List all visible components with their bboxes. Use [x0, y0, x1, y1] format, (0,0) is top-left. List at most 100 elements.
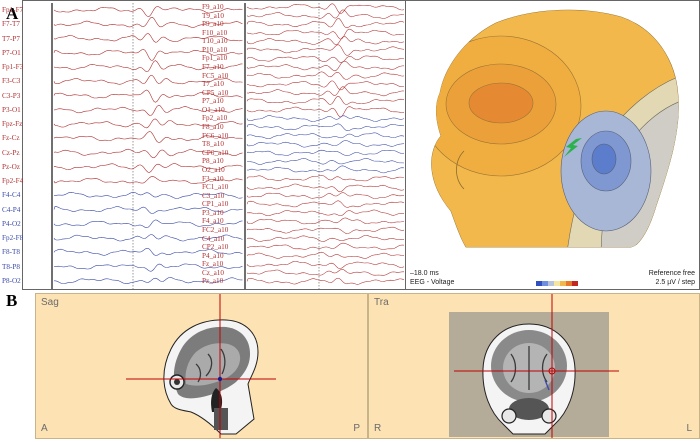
eeg-trace [246, 140, 405, 148]
eeg-trace [246, 277, 405, 285]
channel-label: F3_a10 [202, 174, 224, 183]
channel-label: Fp2-F8 [2, 234, 24, 242]
eeg-trace [246, 95, 405, 105]
eeg-trace [53, 6, 243, 17]
eeg-trace [246, 18, 405, 29]
eeg-trace [246, 175, 405, 182]
eeg-trace [54, 277, 243, 284]
eeg-trace [53, 118, 243, 129]
panel-a-label: A [6, 4, 19, 23]
eeg-trace [246, 86, 405, 97]
channel-label: P4_a10 [202, 251, 224, 260]
channel-label: F7_a10 [202, 63, 224, 72]
eeg-trace [53, 206, 243, 214]
transverse-right-orientation: L [686, 423, 692, 434]
eeg-trace [53, 33, 243, 43]
channel-label: Cz_a10 [202, 268, 224, 277]
eeg-trace [53, 148, 243, 159]
channel-label: P3_a10 [202, 208, 224, 217]
eeg-trace [246, 60, 405, 72]
channel-label: T7-P7 [2, 34, 20, 43]
head-voltage-map [431, 9, 679, 286]
eeg-trace [246, 269, 404, 276]
channel-label: CP1_a10 [202, 200, 229, 209]
eeg-trace [246, 44, 405, 56]
eeg-trace [53, 191, 243, 199]
channel-label: P7-O1 [2, 48, 21, 57]
channel-label: F3-C3 [2, 77, 21, 86]
sagittal-slice-image [126, 294, 276, 438]
channel-label: C4-P4 [2, 205, 21, 214]
channel-label: F8_a10 [202, 123, 224, 132]
channel-label: P8-O2 [2, 276, 21, 285]
eeg-trace [246, 251, 405, 259]
sagittal-title: Sag [41, 297, 59, 308]
channel-label: F8-T8 [2, 248, 20, 257]
channel-label: Fz-Cz [2, 134, 20, 143]
channel-label: F4-C4 [2, 191, 21, 200]
channel-label: CP2_a10 [202, 243, 229, 252]
eeg-trace [247, 209, 405, 216]
eeg-trace [247, 158, 405, 165]
channel-label: Pz_a10 [202, 277, 224, 286]
eeg-trace [53, 60, 243, 73]
mode-label: EEG - Voltage [410, 279, 455, 286]
eeg-trace [53, 219, 243, 229]
channel-label: T8_a10 [202, 140, 224, 149]
eeg-trace [246, 235, 405, 242]
channel-label: P4-O2 [2, 219, 21, 228]
sagittal-left-orientation: A [41, 423, 48, 434]
channel-label: CP6_a10 [202, 148, 229, 157]
channel-label: Fz_a10 [202, 260, 224, 269]
eeg-trace [53, 48, 243, 61]
channel-label: C4_a10 [202, 234, 225, 243]
transverse-title: Tra [374, 297, 389, 308]
channel-label: P10_a10 [202, 45, 228, 54]
channel-label: C3-P3 [2, 91, 21, 100]
eeg-trace [246, 71, 405, 80]
channel-label: FC1_a10 [202, 183, 229, 192]
channel-label: Fp1-F7 [2, 6, 24, 14]
channel-label: T9_a10 [202, 11, 224, 20]
channel-label: F7-T7 [2, 20, 20, 29]
eeg-trace [246, 115, 405, 122]
channel-label: Cz-Pz [2, 148, 20, 157]
eeg-trace [246, 217, 405, 225]
channel-label: P3-O1 [2, 105, 21, 114]
channel-label: Fpz-Fz [2, 120, 23, 128]
time-label: –18.0 ms [410, 270, 439, 277]
eeg-trace [53, 89, 243, 103]
eeg-trace [246, 226, 405, 234]
channel-label: Fp2-F4 [2, 177, 24, 185]
eeg-trace [53, 234, 243, 242]
channel-label: F9_a10 [202, 3, 224, 11]
channel-label: T7_a10 [202, 80, 224, 89]
eeg-trace [246, 242, 405, 250]
mri-transverse-panel: Tra R L [368, 293, 700, 439]
eeg-trace [246, 55, 405, 63]
eeg-trace [53, 74, 243, 85]
color-scale-bar [536, 281, 578, 286]
channel-label: P9_a10 [202, 20, 224, 29]
channel-label: C3_a10 [202, 191, 225, 200]
reference-label: Reference free [648, 270, 695, 277]
eeg-traces [51, 3, 405, 289]
eeg-trace [53, 16, 243, 28]
channel-label: F4_a10 [202, 217, 224, 226]
channel-label: Fp1-F3 [2, 63, 24, 71]
eeg-trace [246, 200, 405, 208]
arrow-icon [564, 138, 582, 157]
eeg-trace [53, 104, 243, 116]
channel-label: F10_a10 [202, 28, 228, 37]
channel-label: FC2_a10 [202, 225, 229, 234]
eeg-trace [246, 192, 405, 199]
step-label: 2.5 µV / step [655, 279, 695, 286]
channel-label: Pz-Oz [2, 162, 20, 171]
eeg-trace [246, 132, 405, 139]
channel-label: CP5_a10 [202, 88, 229, 97]
channel-label: P8_a10 [202, 157, 224, 166]
channel-label: O1_a10 [202, 105, 225, 114]
eeg-trace [53, 163, 243, 173]
eeg-trace [53, 248, 243, 256]
eeg-trace [246, 149, 405, 156]
